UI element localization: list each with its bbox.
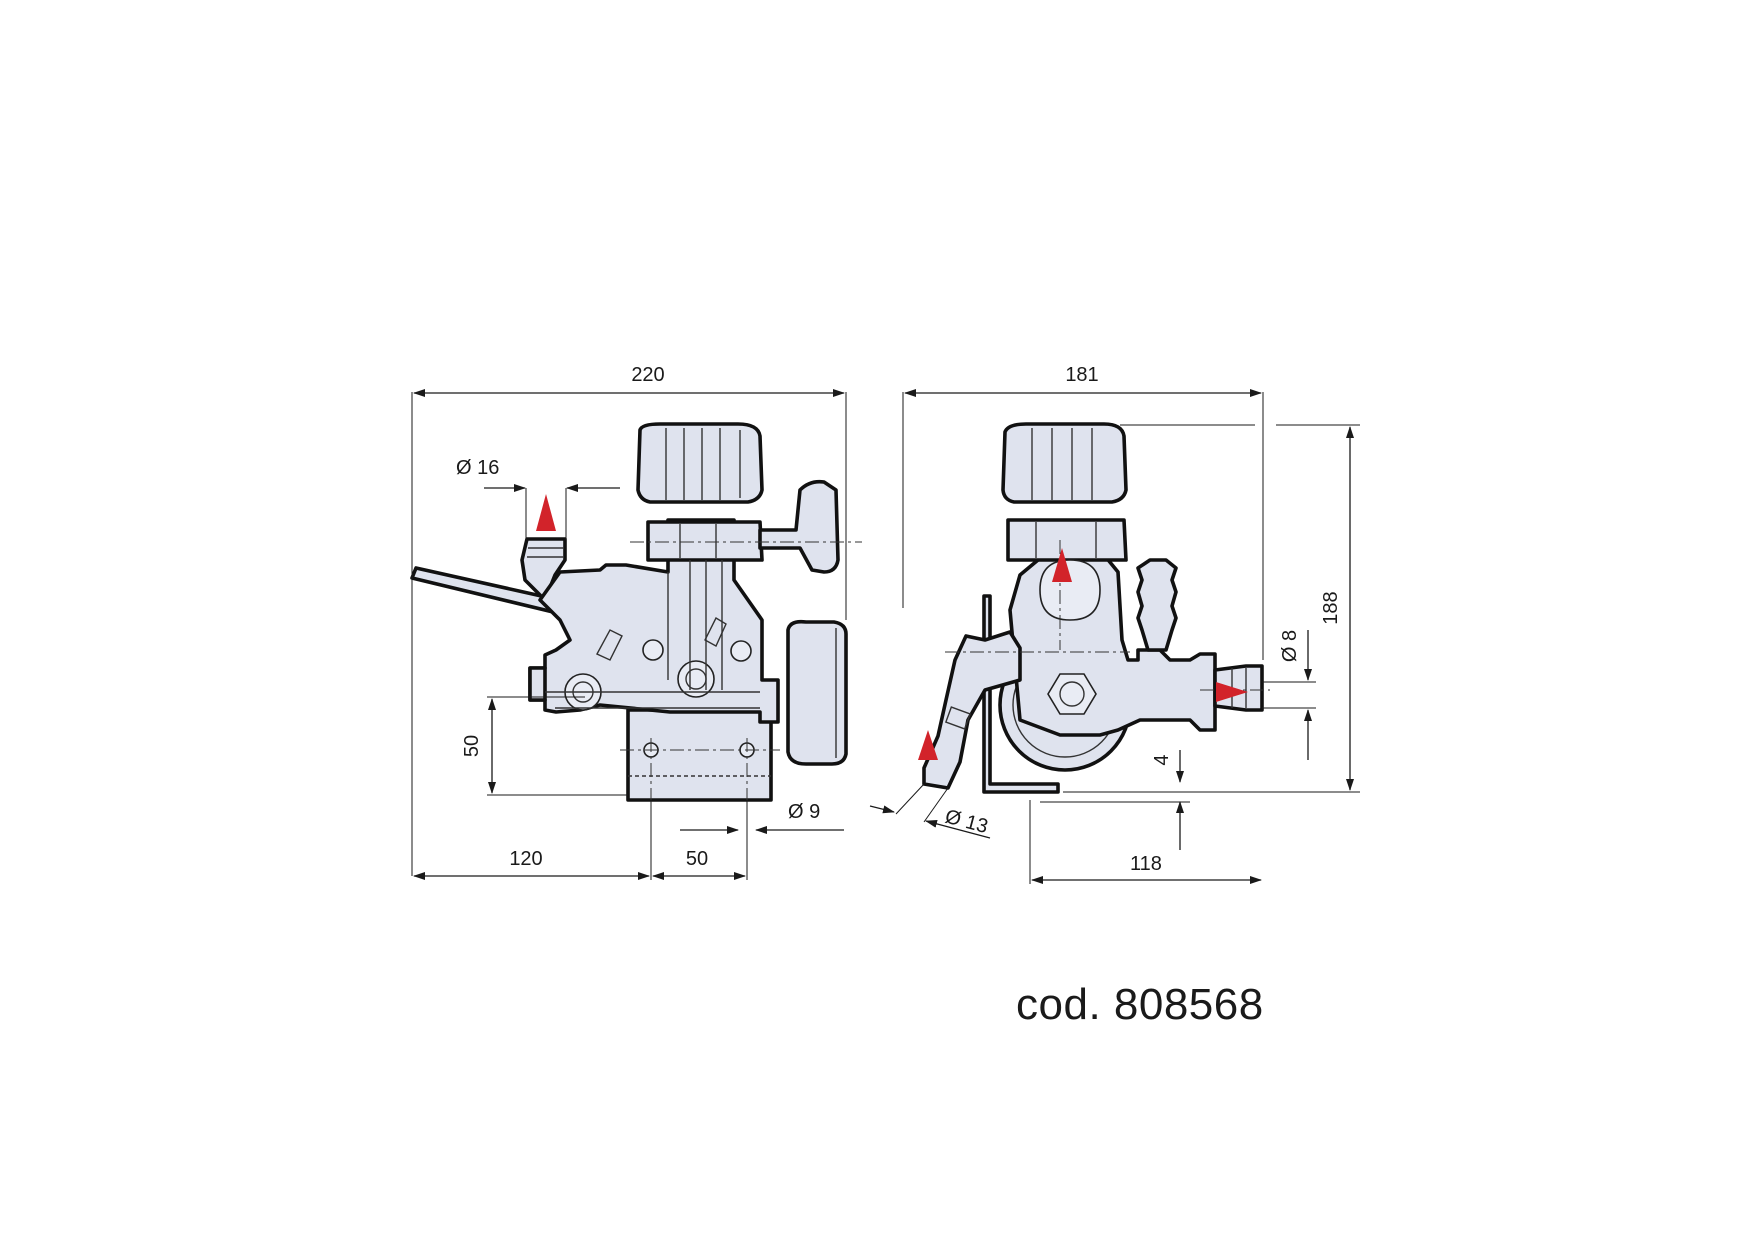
flow-arrow-icon xyxy=(1052,548,1072,582)
left-pressure-knob xyxy=(636,422,764,504)
right-center-port xyxy=(1039,559,1101,621)
dim-220: 220 xyxy=(631,364,664,386)
dim-inlet-13: Ø 13 xyxy=(943,806,991,838)
left-main-body xyxy=(528,518,780,724)
flow-arrow-icon xyxy=(1216,682,1248,702)
left-valve-2 xyxy=(677,660,715,698)
left-bolt-2 xyxy=(730,640,752,662)
dim-mount-hole: Ø 9 xyxy=(788,801,820,823)
left-view xyxy=(410,422,862,830)
right-bracket xyxy=(982,594,1060,794)
dim-outlet-diameter: Ø 16 xyxy=(456,457,499,479)
left-inlet-port xyxy=(528,666,547,702)
left-collar xyxy=(646,520,764,562)
right-pressure-knob xyxy=(1001,422,1128,504)
right-collar xyxy=(1006,518,1128,562)
right-upright-nozzle xyxy=(1136,558,1178,652)
left-t-handle xyxy=(758,479,840,574)
right-hex-nut xyxy=(1047,673,1097,715)
right-main-body xyxy=(1008,546,1217,737)
dim-188: 188 xyxy=(1320,591,1342,624)
dim-height-50: 50 xyxy=(461,735,483,757)
right-outlet-pipe xyxy=(1213,664,1264,712)
right-view xyxy=(918,422,1270,794)
dim-outlet-8: Ø 8 xyxy=(1279,630,1301,662)
dim-offset-120: 120 xyxy=(509,848,542,870)
flow-arrow-icon xyxy=(918,730,938,760)
dim-118: 118 xyxy=(1130,853,1162,875)
left-dimensions: 220 Ø 16 50 Ø 9 120 50 xyxy=(411,364,847,880)
dim-bracket-4: 4 xyxy=(1151,754,1173,765)
flow-arrow-icon xyxy=(536,494,556,531)
dim-hole-spacing-50: 50 xyxy=(686,848,708,870)
product-code: cod. 808568 xyxy=(1016,980,1264,1029)
left-side-cup xyxy=(786,619,848,766)
left-bolt-1 xyxy=(642,639,664,661)
dim-181: 181 xyxy=(1065,364,1098,386)
